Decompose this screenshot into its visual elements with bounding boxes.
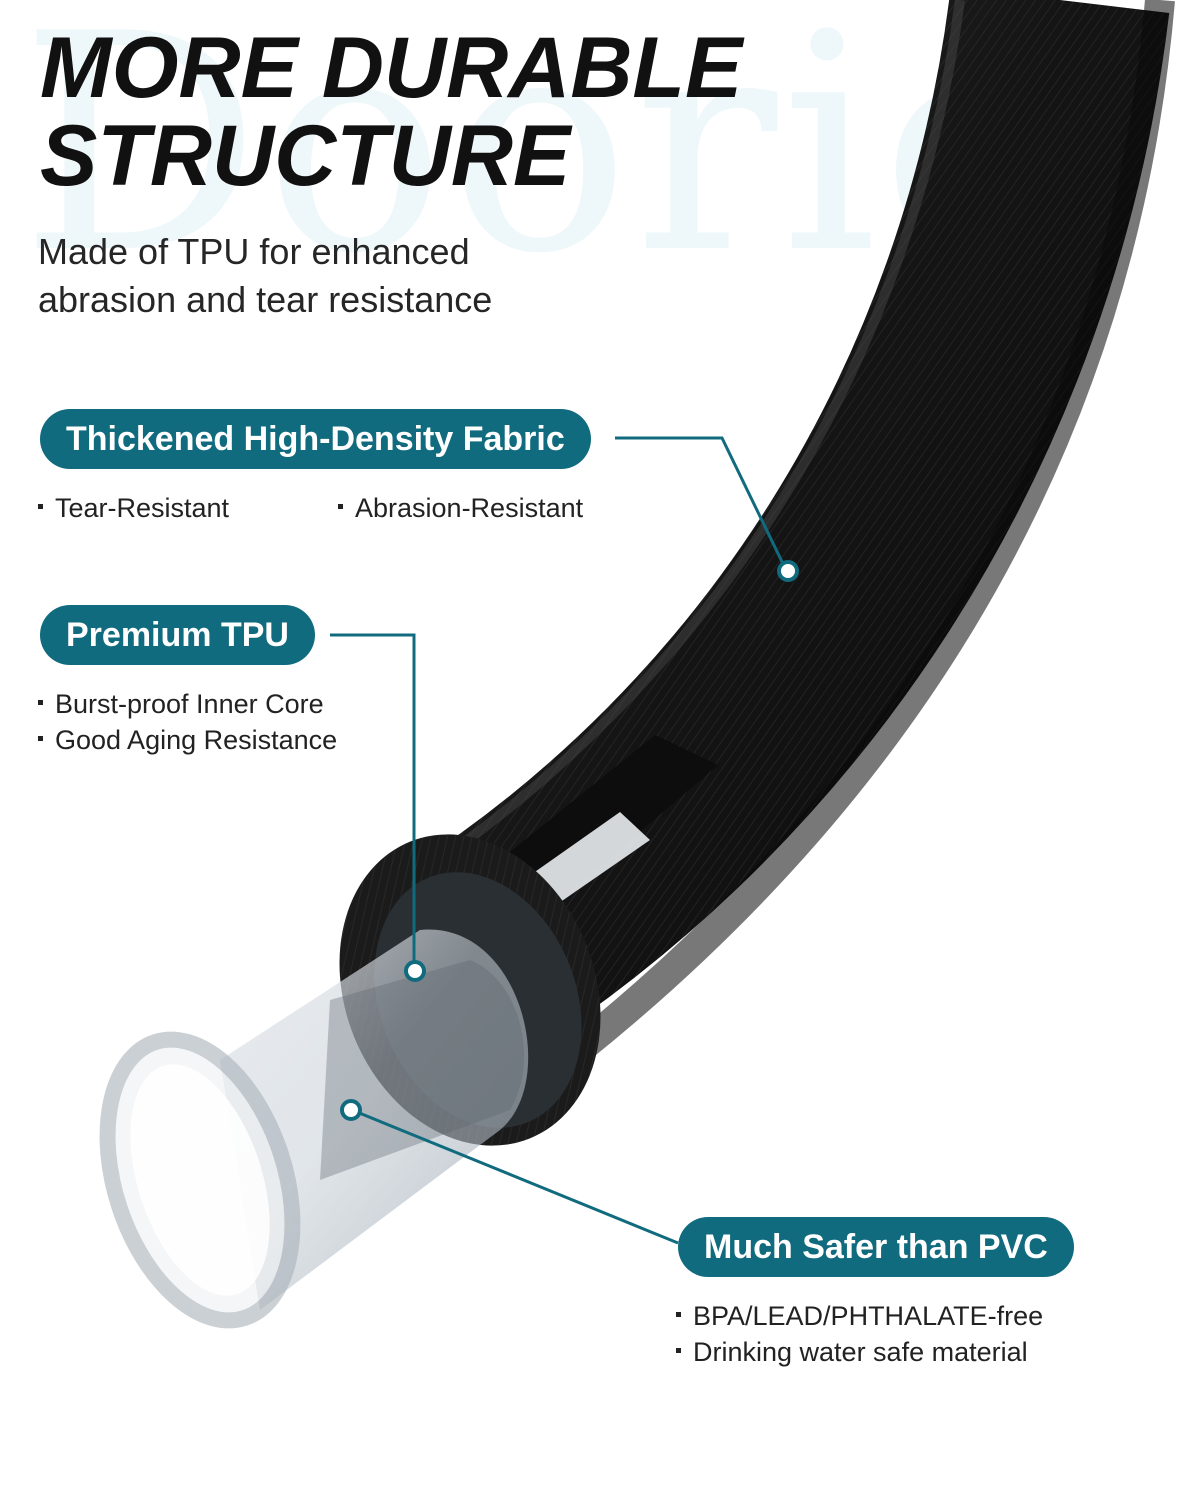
tpu-callout-dot [404, 960, 426, 982]
safety-callout-dot [340, 1099, 362, 1121]
fabric-bullet-2: Abrasion-Resistant [338, 490, 583, 526]
subtitle: Made of TPU for enhanced abrasion and te… [38, 231, 493, 320]
bullet-mark [338, 504, 343, 510]
bullet-mark [676, 1348, 681, 1354]
bullet-mark [38, 700, 43, 706]
headline: MORE DURABLE STRUCTURE [40, 24, 742, 200]
fabric-bullet-2-text: Abrasion-Resistant [355, 493, 584, 523]
headline-line-1: MORE DURABLE [40, 20, 743, 116]
fabric-feature-badge: Thickened High-Density Fabric [40, 409, 591, 469]
fabric-bullet-1-text: Tear-Resistant [55, 493, 230, 523]
tpu-bullet-1-text: Burst-proof Inner Core [55, 689, 324, 719]
safety-bullet-1-text: BPA/LEAD/PHTHALATE-free [693, 1301, 1044, 1331]
safety-bullet-2-text: Drinking water safe material [693, 1337, 1028, 1367]
tpu-bullet-1: Burst-proof Inner Core [38, 686, 324, 722]
tpu-feature-badge: Premium TPU [40, 605, 315, 665]
bullet-mark [676, 1312, 681, 1318]
safety-feature-badge: Much Safer than PVC [678, 1217, 1074, 1277]
brand-watermark: Dooric [20, 0, 1054, 319]
bullet-mark [38, 736, 43, 742]
headline-line-2: STRUCTURE [40, 108, 571, 204]
tpu-inner-tube [99, 929, 529, 1329]
fabric-callout-dot [777, 560, 799, 582]
safety-bullet-2: Drinking water safe material [676, 1334, 1028, 1370]
callout-lines [330, 436, 788, 1245]
tpu-bullet-2: Good Aging Resistance [38, 722, 337, 758]
tpu-bullet-2-text: Good Aging Resistance [55, 725, 338, 755]
safety-bullet-1: BPA/LEAD/PHTHALATE-free [676, 1298, 1043, 1334]
fabric-bullet-1: Tear-Resistant [38, 490, 229, 526]
callout-dots [340, 560, 799, 1121]
bullet-mark [38, 504, 43, 510]
